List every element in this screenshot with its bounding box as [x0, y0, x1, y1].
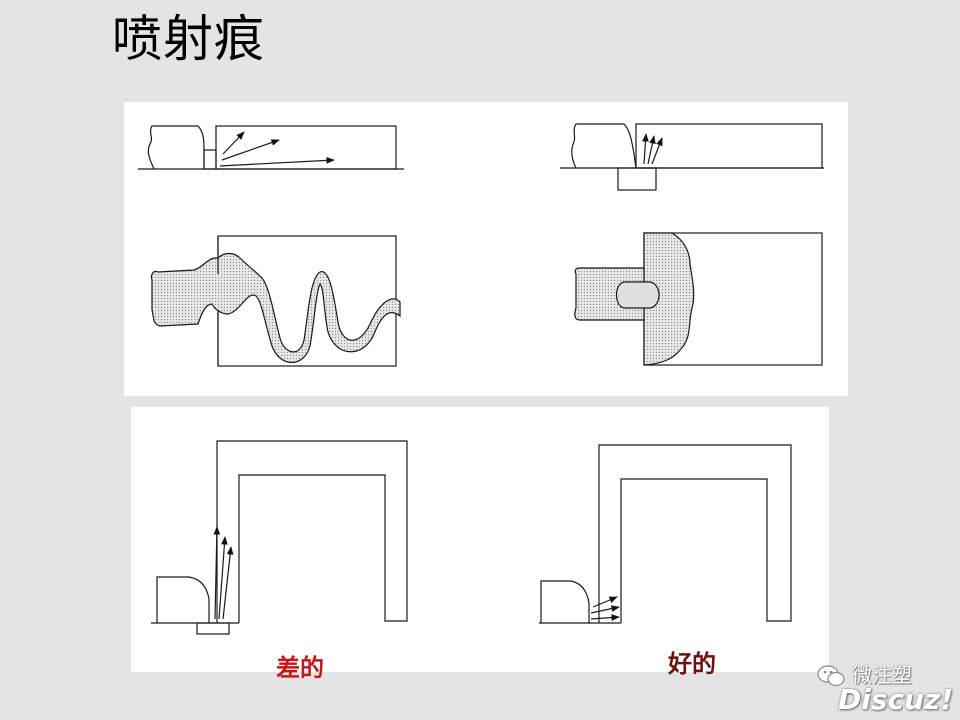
bad-gate-inverted-u-diagram — [151, 440, 408, 635]
bad-gate-cavity-diagram — [138, 125, 404, 170]
wechat-icon — [817, 665, 845, 687]
watermark-name: 微注塑 — [852, 663, 912, 687]
watermark: 微注塑 Discuz! — [812, 662, 954, 718]
watermark-brand: Discuz! — [838, 683, 954, 716]
uniform-flow-front-diagram — [574, 232, 823, 366]
caption-good: 好的 — [668, 649, 716, 678]
good-gate-inverted-u-diagram — [539, 444, 792, 624]
page-title: 喷射痕 — [112, 10, 265, 68]
good-gate-cavity-diagram — [560, 123, 824, 191]
diagram-panel-top — [124, 102, 848, 396]
jetting-diagrams-top — [138, 123, 824, 367]
caption-bad: 差的 — [276, 653, 324, 682]
jetting-snake-flow-diagram — [150, 235, 401, 367]
jetting-diagrams-bottom — [151, 440, 792, 635]
diagram-panel-bottom — [131, 407, 829, 672]
